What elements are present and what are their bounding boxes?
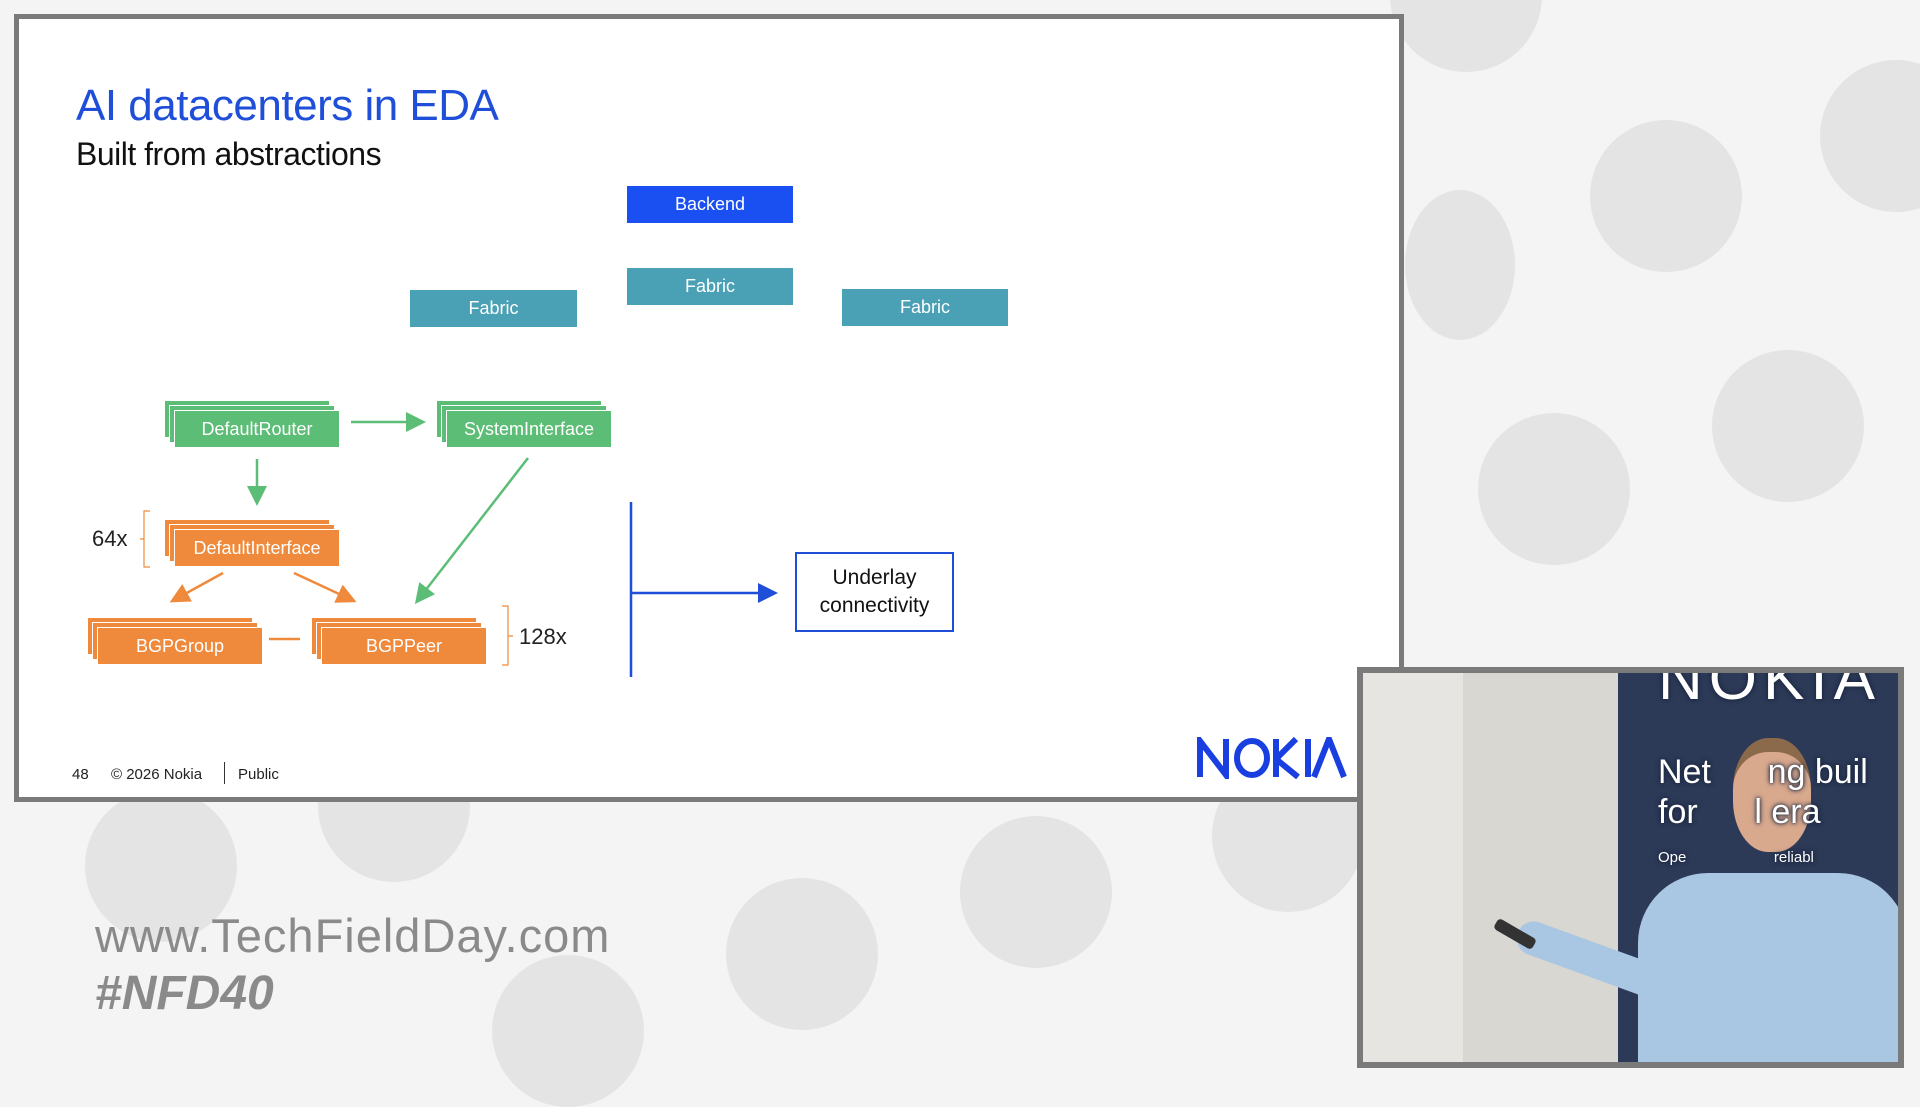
underlay-line2: connectivity: [819, 594, 930, 617]
banner-logo: NOKIA: [1658, 667, 1881, 713]
video-wall: [1363, 673, 1463, 1062]
system-interface-stack: SystemInterface: [436, 400, 612, 448]
underlay-connectivity-box: Underlay connectivity: [795, 552, 954, 632]
wifi-icon: [960, 816, 1112, 968]
fabric-box-center: Fabric: [627, 268, 793, 305]
watermark-hashtag: #NFD40: [95, 967, 274, 1020]
arrow-system-to-peer: [414, 457, 529, 604]
speaker-video: NOKIA Net ng buil for l era Ope reliabl: [1357, 667, 1904, 1068]
banner-line3: Ope reliabl: [1658, 849, 1814, 866]
wrench-icon: [85, 790, 237, 942]
banner-line2: for l era: [1658, 793, 1821, 831]
wifi-icon: [1712, 350, 1864, 502]
gear-icon: [1390, 0, 1542, 72]
multiplier-64x: 64x: [92, 526, 128, 551]
default-router-stack: DefaultRouter: [164, 400, 340, 448]
underlay-line1: Underlay: [832, 566, 917, 589]
footer-divider: [224, 762, 225, 784]
slide-subtitle: Built from abstractions: [76, 136, 382, 172]
arrow-interface-to-group: [169, 571, 224, 603]
bracket-64x: [140, 510, 150, 568]
diagram-arrows: [140, 412, 778, 677]
default-interface-node: DefaultInterface: [174, 529, 340, 567]
banner-line1: Net ng buil: [1658, 753, 1868, 791]
bgp-group-stack: BGPGroup: [87, 617, 263, 665]
backend-box: Backend: [627, 186, 793, 223]
system-interface-node: SystemInterface: [446, 410, 612, 448]
bgp-peer-node: BGPPeer: [321, 627, 487, 665]
nokia-logo: [1196, 730, 1348, 784]
arrow-interface-to-peer: [293, 571, 357, 603]
wrench-icon: [1590, 120, 1742, 272]
bracket-128x: [502, 605, 513, 666]
cloud-icon: [492, 955, 644, 1107]
default-router-node: DefaultRouter: [174, 410, 340, 448]
watermark-url: www.TechFieldDay.com: [95, 909, 611, 962]
copyright: © 2026 Nokia: [111, 766, 203, 783]
branch-icon: [726, 878, 878, 1030]
multiplier-128x: 128x: [519, 624, 567, 649]
branch-icon: [1478, 413, 1630, 565]
wifi-icon: [1405, 190, 1515, 340]
fabric-box-right: Fabric: [842, 289, 1008, 326]
presentation-slide: AI datacenters in EDA Built from abstrac…: [14, 14, 1404, 802]
bgp-peer-stack: BGPPeer: [311, 617, 487, 665]
speaker-shirt: [1638, 873, 1898, 1062]
default-interface-stack: DefaultInterface: [164, 519, 340, 567]
classification: Public: [238, 766, 279, 783]
page-number: 48: [72, 766, 89, 783]
slide-title: AI datacenters in EDA: [76, 81, 499, 130]
bgp-group-node: BGPGroup: [97, 627, 263, 665]
branch-icon: [1820, 60, 1920, 212]
fabric-box-left: Fabric: [410, 290, 577, 327]
